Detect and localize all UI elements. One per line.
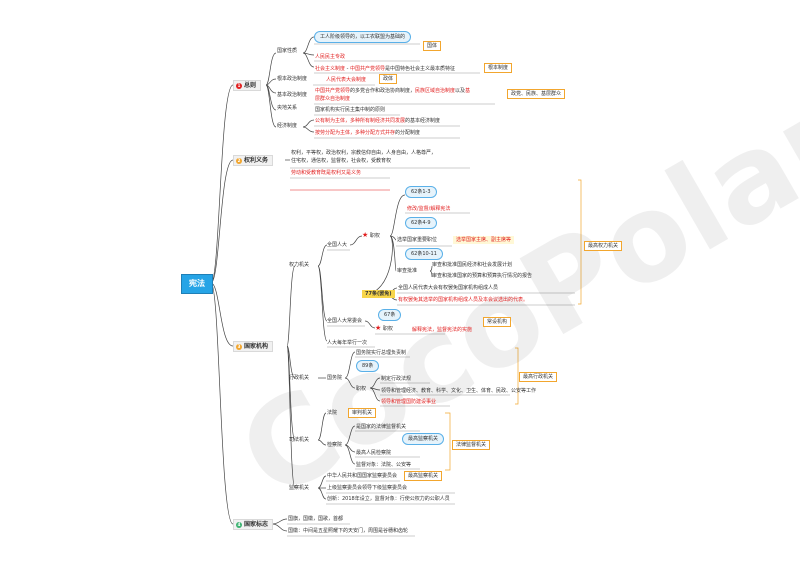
node-proc1[interactable]: 是国家的法律监督机关 [356, 424, 407, 430]
node-approve1[interactable]: 审查和批准国民经济和社会发展计划 [432, 262, 513, 268]
section-label: 权利义务 [244, 157, 269, 164]
node-sup2[interactable]: 上级监察委员会领导下级监察委员会 [327, 485, 408, 491]
node-standing-duty[interactable]: ★ 职权 [375, 324, 393, 333]
node-term[interactable]: 人大每年举行一次 [327, 340, 368, 346]
node-econ2[interactable]: 按劳分配为主体，多种分配方式并存的分配制度 [315, 130, 421, 136]
star-icon: ★ [375, 324, 382, 332]
section-label: 国家标志 [244, 521, 269, 528]
cloud-62-4-9: 62条4-9 [405, 217, 437, 229]
node-symbols-line1[interactable]: 国旗，国徽，国歌，首都 [288, 516, 344, 522]
node-npc[interactable]: 全国人大 [327, 242, 348, 248]
cloud-nature: 工人阶级领导的，以工农联盟为基础的 [314, 31, 412, 43]
node-state-council[interactable]: 国务院 [327, 375, 343, 381]
node-elect[interactable]: 选举国家重要职位 [397, 237, 438, 243]
highlight-elect: 选举国家主席、副主席等 [453, 236, 515, 244]
cloud-67: 67条 [378, 309, 402, 321]
node-sc1[interactable]: 国务院实行总理负责制 [356, 350, 407, 356]
node-recall2[interactable]: 有权罢免其选举的国家机构组成人员及本会议选出的代表。 [398, 297, 529, 303]
box-supreme-power: 最高权力机关 [584, 241, 623, 251]
node-economic[interactable]: 经济制度 [277, 123, 298, 129]
node-fundamental-political[interactable]: 根本政治制度 [277, 76, 308, 82]
node-sc4[interactable]: 领导和管理国防建设事业 [381, 399, 437, 405]
node-dictatorship[interactable]: 人民民主专政 [315, 54, 346, 60]
node-sc-duty[interactable]: 职权 [356, 386, 367, 392]
root-node[interactable]: 宪法 [181, 274, 213, 294]
section-number-icon: 3 [236, 343, 242, 350]
node-sc3[interactable]: 领导和管理经济、教育、科学、文化、卫生、体育、民政、公安等工作 [381, 388, 537, 394]
node-sup1[interactable]: 中华人民共和国国家监察委员会 [327, 473, 398, 479]
cloud-proc: 最高监察机关 [402, 433, 445, 445]
node-admin[interactable]: 行政机关 [289, 375, 310, 381]
cloud-89: 89条 [356, 360, 380, 372]
node-basic-political[interactable]: 基本政治制度 [277, 92, 308, 98]
section-label: 总则 [244, 82, 257, 89]
node-rights-line3[interactable]: 劳动和受教育既是权利又是义务 [291, 170, 362, 176]
cloud-62-1-3: 62条1-3 [405, 186, 437, 198]
section-label: 国家机构 [244, 343, 269, 350]
box-admin: 最高行政机关 [519, 372, 558, 382]
node-rights-line2[interactable]: 住宅权，通信权，监督权，社会权，受教育权 [291, 158, 392, 164]
box-state-system: 国体 [423, 41, 442, 51]
node-proc2[interactable]: 最高人民检察院 [356, 450, 392, 456]
section-number-icon: 1 [236, 82, 242, 89]
box-parties: 政党、民族、基层群众 [507, 89, 566, 99]
node-recall1[interactable]: 全国人民代表大会有权罢免国家机构组成人员 [398, 285, 499, 291]
highlight-77[interactable]: 77条(罢免) [362, 290, 395, 298]
node-nature[interactable]: 国家性质 [277, 48, 298, 54]
node-econ1[interactable]: 公有制为主体，多种所有制经济共同发展的基本经济制度 [315, 118, 441, 124]
node-approve2[interactable]: 审查和批准国家的预算和预算执行情况的报告 [432, 273, 533, 279]
node-approve[interactable]: 审查批准 [397, 268, 418, 274]
star-icon: ★ [362, 231, 369, 239]
section-number-icon: 4 [236, 521, 242, 528]
node-power[interactable]: 权力机关 [289, 262, 310, 268]
node-socialism[interactable]: 社会主义制度 - 中国共产党领导是中国特色社会主义最本质特征 [315, 66, 456, 72]
node-bp-line2[interactable]: 层群众自治制度 [315, 96, 351, 102]
box-standing: 常设机构 [483, 317, 512, 327]
node-procuratorate[interactable]: 检察院 [327, 442, 343, 448]
node-symbols-line2[interactable]: 国徽：中间是五星照耀下的天安门，周围是谷穗和齿轮 [288, 528, 409, 534]
node-judicial[interactable]: 司法机关 [289, 437, 310, 443]
cloud-62-10-11: 62条10-11 [405, 248, 443, 260]
node-central-local[interactable]: 央地关系 [277, 105, 298, 111]
node-central-local-text[interactable]: 国家机构实行民主集中制的原则 [315, 107, 386, 113]
box-basic-system: 根本制度 [484, 63, 513, 73]
node-sup3[interactable]: 创新：2018年设立，监督对象：行使公权力的公职人员 [327, 496, 450, 502]
node-rights-line1[interactable]: 权利，平等权，政治权利，宗教信仰自由，人身自由，人格尊严， [291, 150, 437, 156]
node-proc3[interactable]: 监督对象：法院、公安等 [356, 462, 412, 468]
box-regime: 政体 [379, 74, 398, 84]
box-sup1: 最高监察机关 [404, 471, 443, 481]
node-amend[interactable]: 修改/监督/解释宪法 [407, 206, 451, 212]
node-supervision[interactable]: 监察机关 [289, 485, 310, 491]
node-standing-red[interactable]: 解释宪法，监督宪法的实施 [412, 327, 473, 333]
node-npc-system[interactable]: 人民代表大会制度 [326, 77, 367, 83]
node-bp-line1[interactable]: 中国共产党领导的多党合作和政治协商制度，民族区域自治制度以及基 [315, 88, 471, 94]
section-number-icon: 2 [236, 157, 242, 164]
node-court[interactable]: 法院 [327, 410, 338, 416]
node-standing[interactable]: 全国人大常委会 [327, 318, 363, 324]
node-sc2[interactable]: 制定行政法规 [381, 376, 412, 382]
box-judicial: 法律监督机关 [452, 440, 491, 450]
box-court: 审判机关 [348, 408, 377, 418]
node-npc-duty[interactable]: ★ 职权 [362, 231, 380, 240]
